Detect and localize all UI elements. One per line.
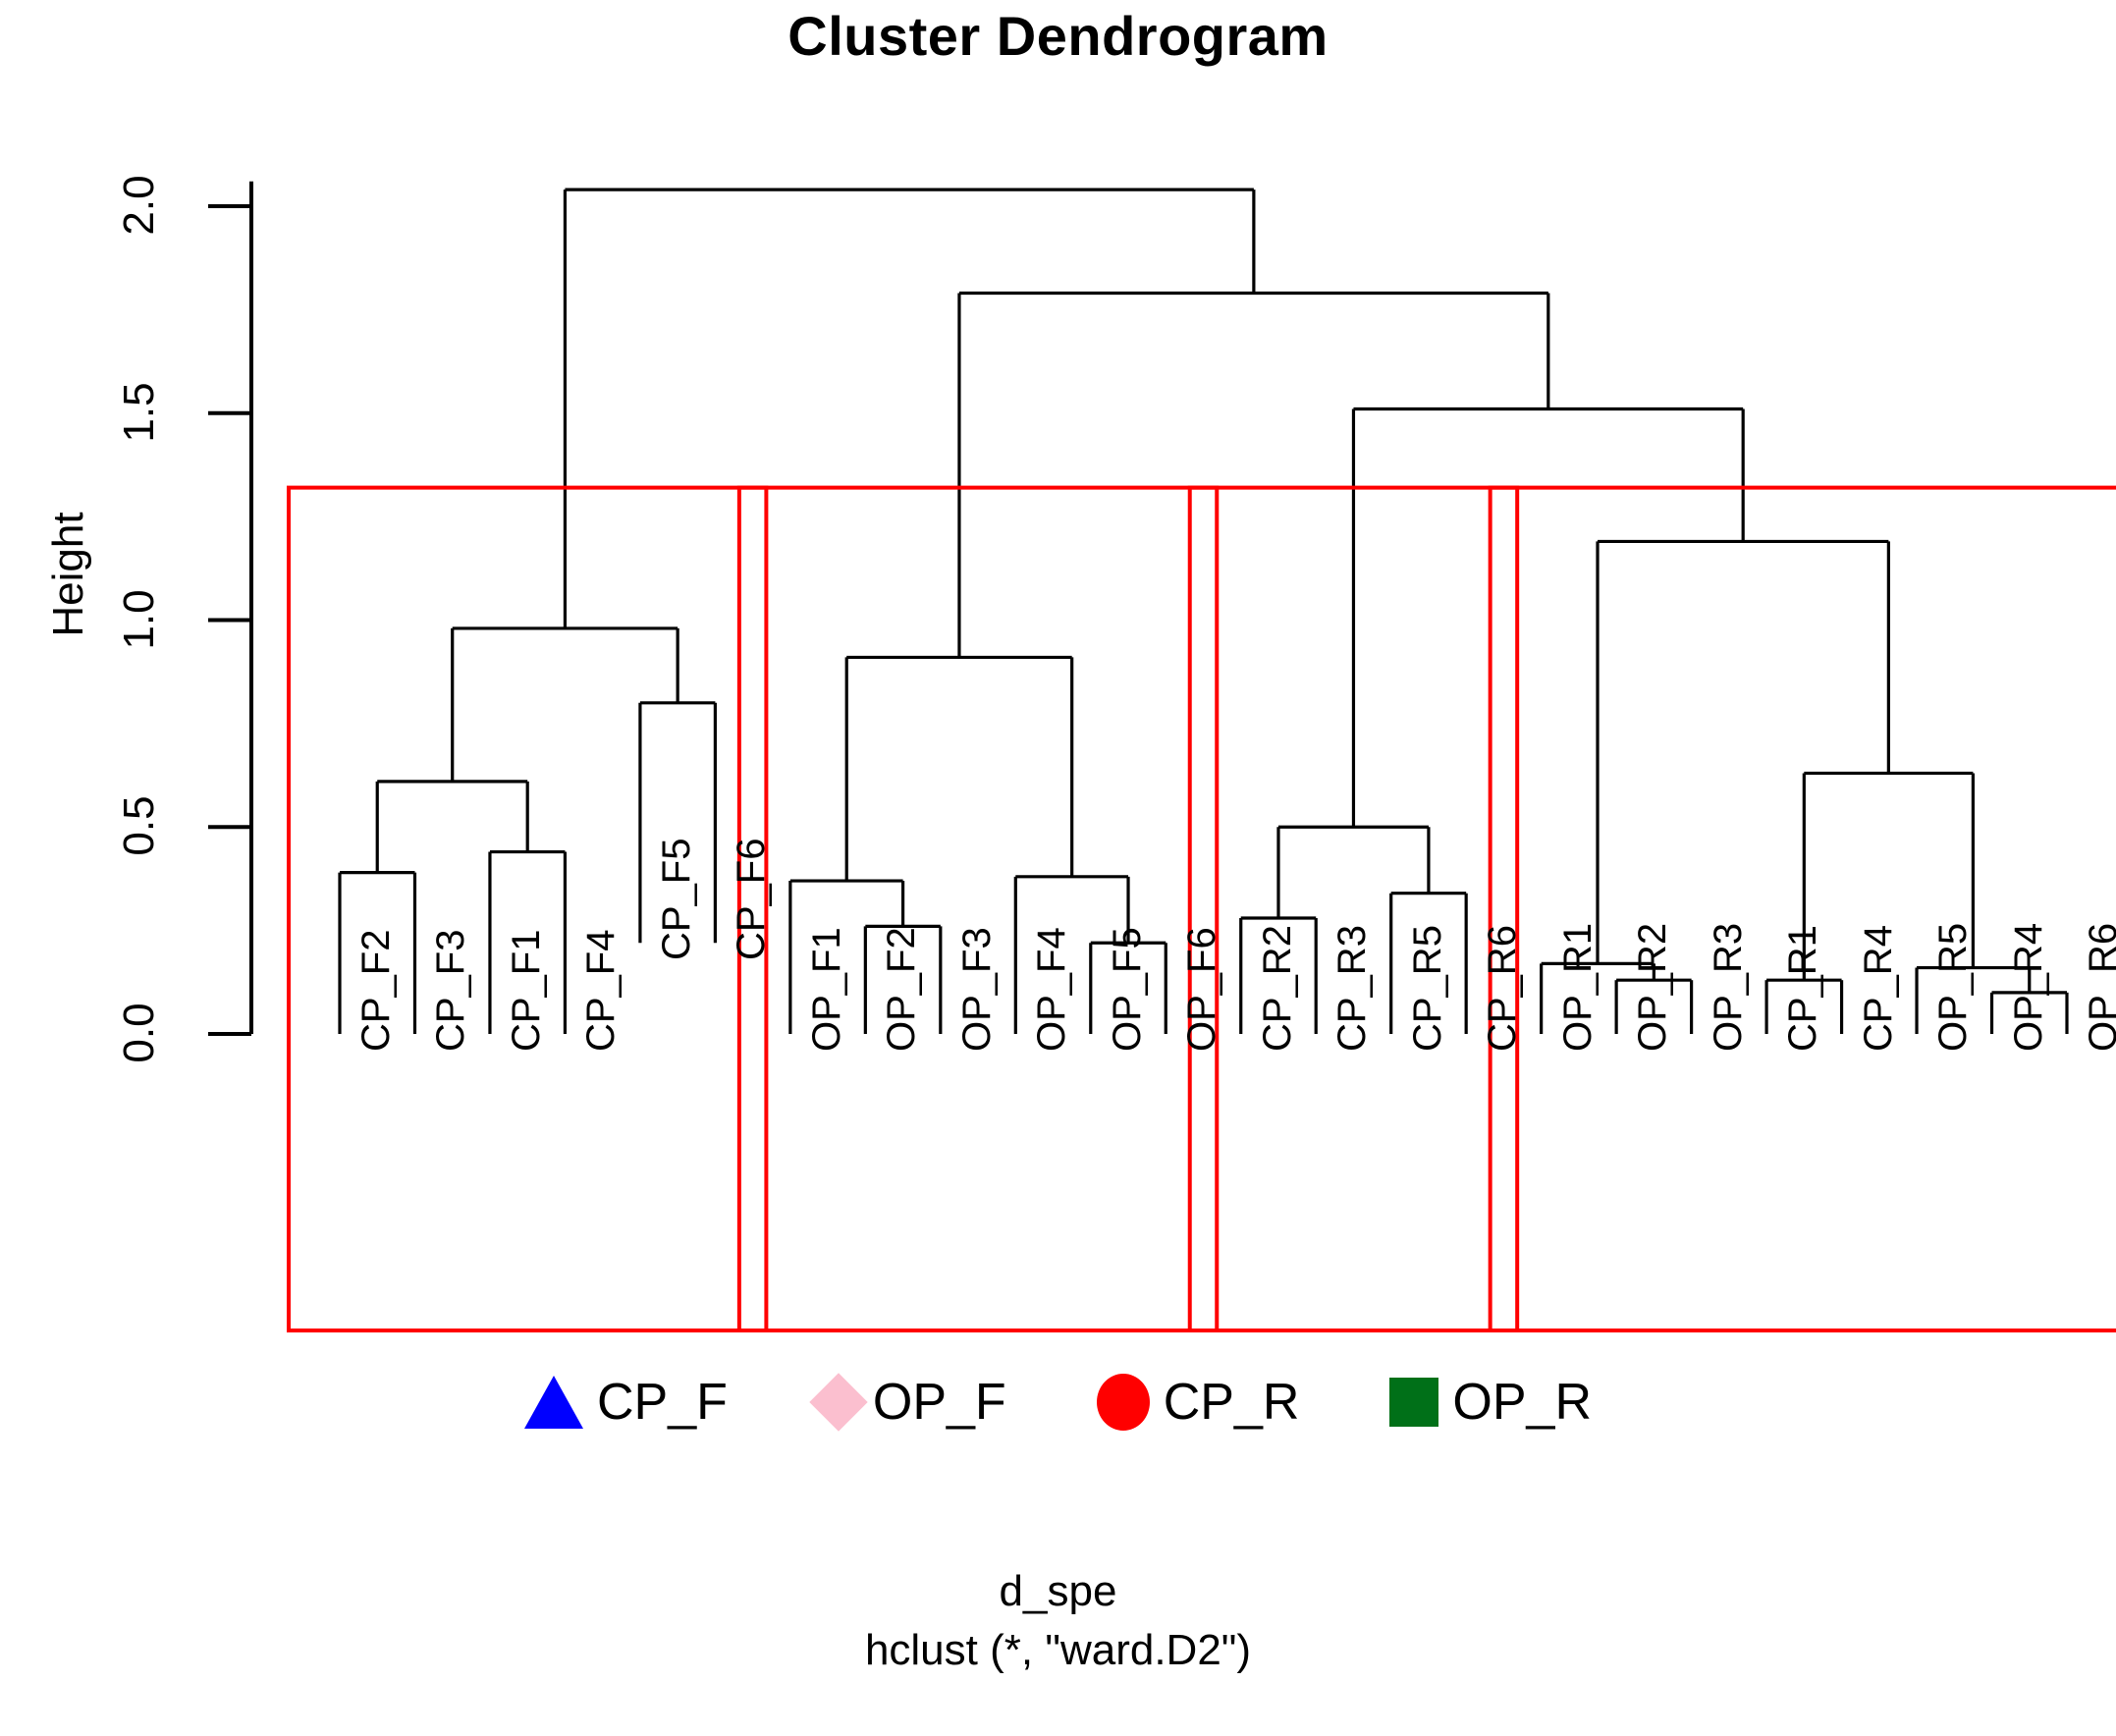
y-tick-0.5: 0.5 xyxy=(115,795,163,856)
leaf-label-cp_r3: CP_R3 xyxy=(1330,925,1375,1052)
leaf-label-cp_f6: CP_F6 xyxy=(730,838,774,961)
leaf-label-op_f2: OP_F2 xyxy=(880,927,924,1052)
legend: CP_F OP_F CP_R OP_R xyxy=(0,1373,2116,1432)
leaf-label-cp_r1: CP_R1 xyxy=(1781,925,1825,1052)
leaf-label-op_f3: OP_F3 xyxy=(954,927,999,1052)
legend-item-op_f: OP_F xyxy=(809,1373,1006,1432)
leaf-label-op_r5: OP_R5 xyxy=(1931,922,1976,1052)
leaf-label-cp_r4: CP_R4 xyxy=(1856,925,1900,1052)
legend-label: OP_F xyxy=(872,1374,1006,1431)
leaf-label-cp_r6: CP_R6 xyxy=(1481,925,1525,1052)
y-tick-1.0: 1.0 xyxy=(115,588,163,650)
diamond-icon xyxy=(809,1373,868,1432)
leaf-label-op_r3: OP_R3 xyxy=(1706,922,1750,1052)
leaf-label-op_r1: OP_R1 xyxy=(1555,922,1600,1052)
caption-method: hclust (*, "ward.D2") xyxy=(864,1626,1252,1674)
circle-icon xyxy=(1096,1374,1150,1431)
square-icon xyxy=(1389,1378,1439,1427)
y-tick-2.0: 2.0 xyxy=(115,175,163,236)
caption-dataset: d_spe xyxy=(999,1567,1117,1615)
leaf-label-op_f1: OP_F1 xyxy=(804,927,848,1052)
triangle-icon xyxy=(523,1376,583,1429)
legend-label: OP_R xyxy=(1452,1374,1593,1431)
leaf-label-cp_f1: CP_F1 xyxy=(504,929,548,1053)
legend-label: CP_R xyxy=(1163,1374,1300,1431)
leaf-label-op_r6: OP_R6 xyxy=(2082,922,2116,1052)
legend-label: CP_F xyxy=(596,1374,728,1431)
leaf-label-op_r2: OP_R2 xyxy=(1631,922,1675,1052)
leaf-label-cp_r2: CP_R2 xyxy=(1255,925,1299,1052)
leaf-label-op_f5: OP_F5 xyxy=(1105,927,1149,1052)
legend-item-cp_f: CP_F xyxy=(523,1373,728,1432)
leaf-label-op_r4: OP_R4 xyxy=(2006,922,2050,1052)
legend-item-cp_r: CP_R xyxy=(1096,1373,1300,1432)
leaf-label-cp_f5: CP_F5 xyxy=(654,838,698,961)
leaf-label-cp_f4: CP_F4 xyxy=(579,929,624,1053)
legend-item-op_r: OP_R xyxy=(1389,1373,1592,1432)
leaf-label-op_f6: OP_F6 xyxy=(1180,927,1224,1052)
leaf-label-cp_f2: CP_F2 xyxy=(354,929,398,1053)
y-tick-0.0: 0.0 xyxy=(115,1003,163,1063)
leaf-label-op_f4: OP_F4 xyxy=(1030,927,1074,1052)
leaf-label-cp_r5: CP_R5 xyxy=(1405,925,1449,1052)
y-tick-1.5: 1.5 xyxy=(115,382,163,443)
page-title: Cluster Dendrogram xyxy=(787,5,1329,67)
leaf-label-cp_f3: CP_F3 xyxy=(429,929,473,1053)
